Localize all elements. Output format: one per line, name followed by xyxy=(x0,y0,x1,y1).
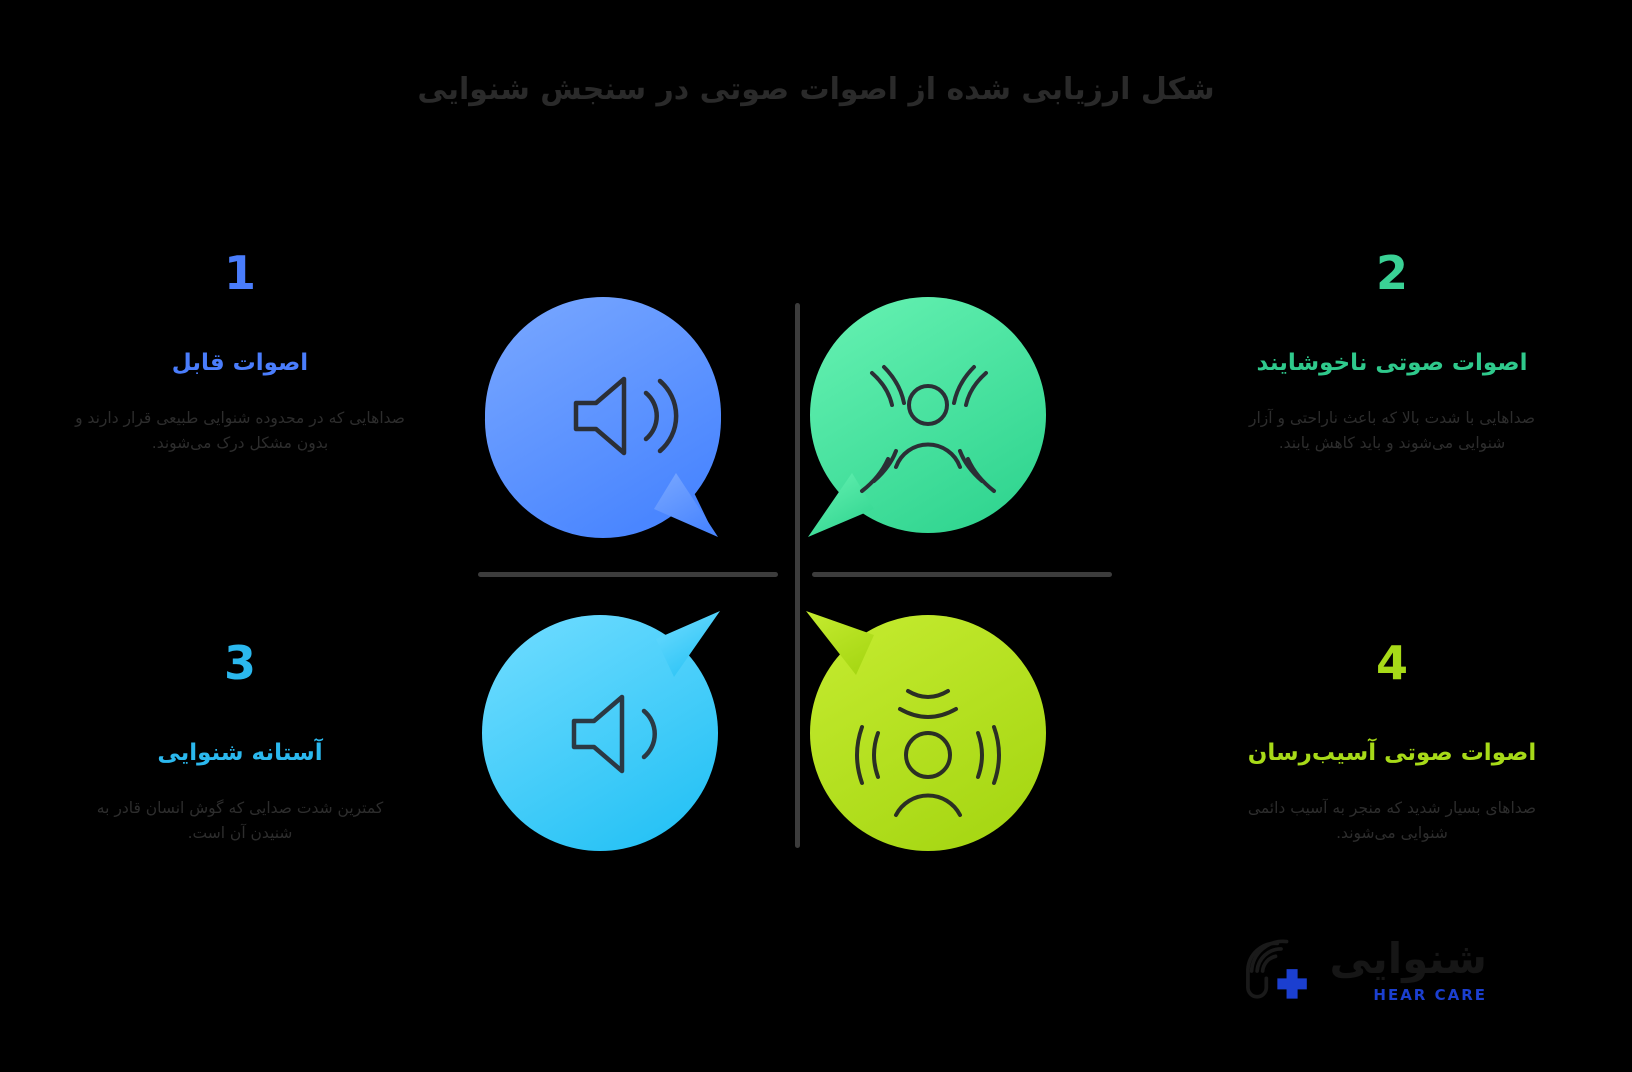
quadrant-1-bubble xyxy=(478,295,728,545)
quadrant-2-bubble xyxy=(800,295,1050,545)
quadrant-2-body: صداهایی با شدت بالا که باعث ناراحتی و آز… xyxy=(1248,408,1536,453)
quadrant-1-text: 1 اصوات قابل صداهایی که در محدوده شنوایی… xyxy=(75,250,405,457)
quadrant-4-bubble xyxy=(800,605,1050,855)
quadrant-1-number: 1 xyxy=(223,246,256,300)
ear-sound-cross-logo-icon xyxy=(1224,925,1316,1017)
quadrant-3-heading: آستانه شنوایی xyxy=(157,740,323,766)
quadrant-3-bubble xyxy=(478,605,728,855)
logo-name: شنوایی xyxy=(1329,934,1488,983)
page-title: شکل ارزیابی شده از اصوات صوتی در سنجش شن… xyxy=(417,72,1215,107)
quadrant-1-body: صداهایی که در محدوده شنوایی طبیعی قرار د… xyxy=(75,408,405,453)
distressed-face-noise-icon xyxy=(860,365,996,493)
quadrant-2-text: 2 اصوات صوتی ناخوشایند صداهایی با شدت با… xyxy=(1227,250,1557,457)
logo-text-group: شنوایی HEAR CARE xyxy=(1329,934,1488,1005)
quadrant-3-number: 3 xyxy=(223,636,256,690)
quadrant-4-heading: اصوات صوتی آسیب‌رسان xyxy=(1247,740,1537,766)
divider-horizontal-left xyxy=(478,572,778,577)
quadrant-4-number: 4 xyxy=(1375,636,1408,690)
quadrant-2-heading: اصوات صوتی ناخوشایند xyxy=(1256,350,1528,376)
divider-horizontal-right xyxy=(812,572,1112,577)
pained-face-loud-noise-icon xyxy=(855,689,1001,817)
speaker-low-volume-icon xyxy=(571,694,657,774)
divider-vertical xyxy=(795,303,800,848)
quadrant-3-body: کمترین شدت صدایی که گوش انسان قادر به شن… xyxy=(96,798,384,843)
quadrant-2-number: 2 xyxy=(1375,246,1408,300)
quadrant-4-text: 4 اصوات صوتی آسیب‌رسان صداهای بسیار شدید… xyxy=(1227,640,1557,847)
speaker-high-volume-icon xyxy=(573,376,679,456)
quadrant-3-text: 3 آستانه شنوایی کمترین شدت صدایی که گوش … xyxy=(75,640,405,847)
brand-logo: شنوایی HEAR CARE xyxy=(1224,925,1488,1017)
logo-subtitle: HEAR CARE xyxy=(1373,986,1487,1004)
quadrant-1-heading: اصوات قابل xyxy=(171,350,309,376)
medical-cross-shape xyxy=(1276,969,1307,999)
quadrant-4-body: صداهای بسیار شدید که منجر به آسیب دائمی … xyxy=(1247,798,1537,843)
